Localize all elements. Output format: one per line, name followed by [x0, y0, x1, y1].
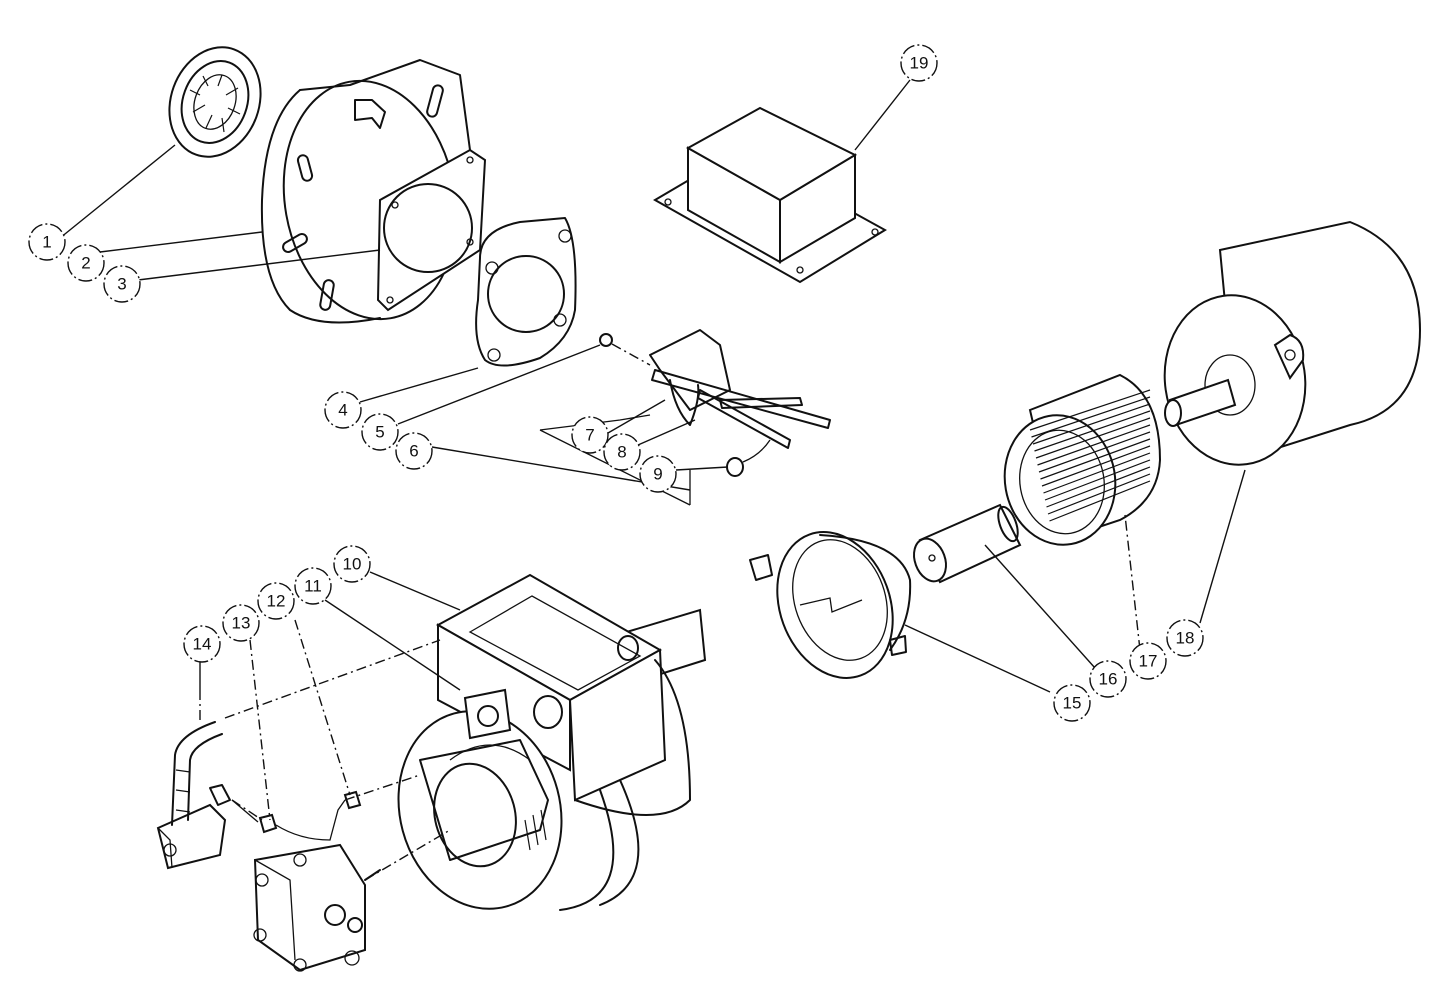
part-burner-housing — [397, 573, 707, 911]
part-signal-cable — [231, 790, 362, 841]
svg-text:15: 15 — [1063, 694, 1082, 713]
svg-text:8: 8 — [617, 443, 626, 462]
svg-text:7: 7 — [585, 426, 594, 445]
part-front-housing — [260, 59, 487, 324]
svg-text:9: 9 — [653, 465, 662, 484]
svg-text:16: 16 — [1099, 670, 1118, 689]
svg-text:12: 12 — [267, 592, 286, 611]
callout-11: 11 — [294, 567, 332, 605]
assembly-axes — [199, 639, 451, 881]
fan-blade-line — [1037, 424, 1151, 466]
fan-blade-line — [1031, 396, 1151, 438]
callout-5: 5 — [361, 413, 399, 451]
svg-text:2: 2 — [81, 254, 90, 273]
part-coupling — [913, 503, 1022, 584]
svg-text:3: 3 — [117, 275, 126, 294]
callout-17: 17 — [1129, 642, 1167, 680]
callout-15: 15 — [1053, 684, 1091, 722]
part-ignition-transformer — [652, 106, 887, 284]
svg-text:19: 19 — [910, 54, 929, 73]
svg-text:6: 6 — [409, 442, 418, 461]
svg-text:17: 17 — [1139, 652, 1158, 671]
callout-3: 3 — [103, 265, 141, 303]
fan-blade-line — [1040, 438, 1151, 480]
svg-text:1: 1 — [42, 233, 51, 252]
callout-19: 19 — [900, 44, 938, 82]
svg-text:10: 10 — [343, 555, 362, 574]
part-air-shutter — [168, 46, 262, 158]
fan-blade-line — [1041, 445, 1151, 487]
svg-text:13: 13 — [232, 614, 251, 633]
part-gasket — [475, 217, 577, 367]
callout-14: 14 — [183, 625, 221, 663]
callout-1: 1 — [28, 223, 66, 261]
svg-text:18: 18 — [1176, 629, 1195, 648]
fan-blade-line — [1038, 431, 1151, 473]
callout-2: 2 — [67, 244, 105, 282]
part-oil-pump — [253, 843, 381, 972]
callout-4: 4 — [324, 391, 362, 429]
part-solenoid-valve — [156, 784, 231, 870]
callouts: 1 2 3 4 5 6 7 8 9 10 11 12 13 14 15 16 1… — [28, 44, 1204, 722]
fan-blade-line — [1029, 389, 1151, 431]
callout-16: 16 — [1089, 660, 1127, 698]
callout-6: 6 — [395, 432, 433, 470]
fan-blade-line — [1034, 410, 1151, 452]
callout-13: 13 — [222, 604, 260, 642]
svg-text:4: 4 — [338, 401, 347, 420]
svg-text:5: 5 — [375, 423, 384, 442]
fan-blade-line — [1047, 473, 1151, 515]
callout-18: 18 — [1166, 619, 1204, 657]
fan-blade-line — [1049, 480, 1151, 522]
callout-10: 10 — [333, 545, 371, 583]
part-inlet-cone — [749, 531, 912, 679]
callout-8: 8 — [603, 433, 641, 471]
callout-12: 12 — [257, 582, 295, 620]
fan-blade-line — [1044, 459, 1151, 501]
callout-9: 9 — [639, 455, 677, 493]
fan-blade-line — [1035, 417, 1151, 459]
fan-blade-line — [1046, 466, 1151, 508]
part-fan-wheel — [1003, 373, 1162, 546]
svg-text:11: 11 — [304, 577, 322, 596]
fan-blade-line — [1043, 452, 1151, 494]
callout-7: 7 — [571, 416, 609, 454]
part-oil-hose — [171, 721, 223, 826]
fan-blade-line — [1032, 403, 1151, 445]
part-motor — [1163, 220, 1422, 466]
svg-text:14: 14 — [193, 635, 212, 654]
